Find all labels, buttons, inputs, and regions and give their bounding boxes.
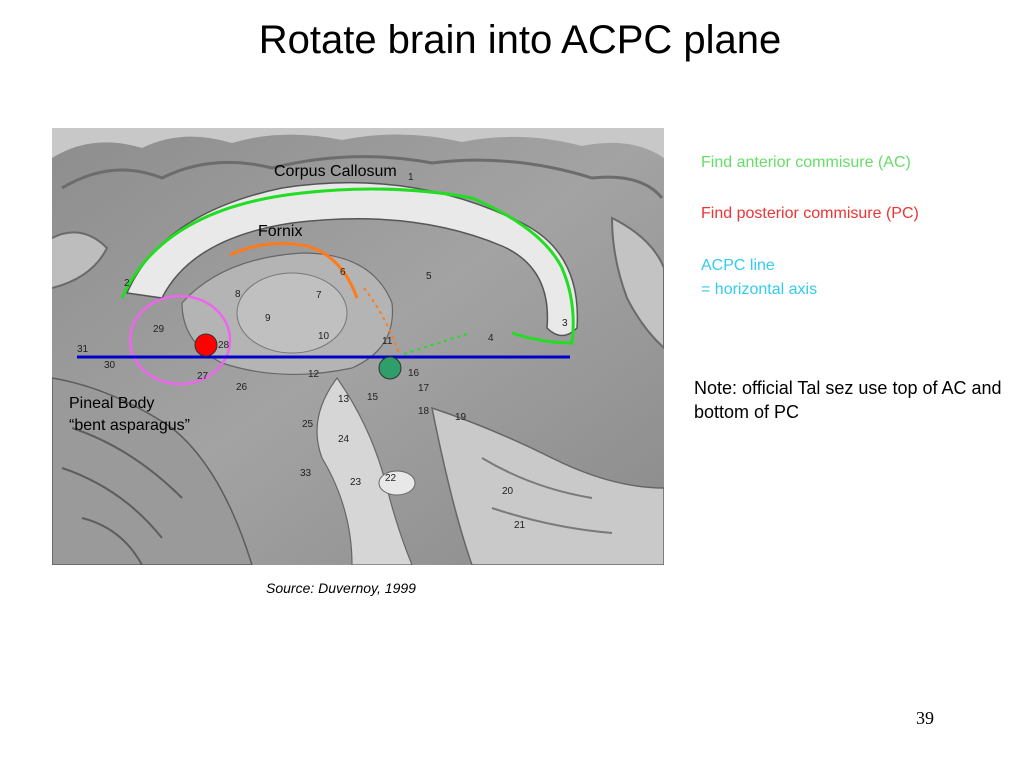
structure-number-1: 1 [408,172,414,183]
structure-number-12: 12 [308,369,320,380]
pc-point [194,333,218,357]
structure-number-20: 20 [502,486,514,497]
structure-number-19: 19 [455,412,467,423]
structure-number-9: 9 [265,313,271,324]
structure-number-3: 3 [562,318,568,329]
ac-point [378,356,402,380]
structure-number-15: 15 [367,392,379,403]
instruction-acpc-line: ACPC line [701,257,775,274]
structure-number-7: 7 [316,290,322,301]
cortex-gyri [52,128,664,158]
structure-number-8: 8 [235,289,241,300]
structure-number-22: 22 [385,473,397,484]
structure-number-25: 25 [302,419,314,430]
structure-number-17: 17 [418,383,430,394]
instruction-ac: Find anterior commisure (AC) [701,154,911,171]
structure-number-6: 6 [340,267,346,278]
structure-number-27: 27 [197,371,209,382]
structure-number-21: 21 [514,520,526,531]
structure-number-2: 2 [124,278,130,289]
structure-number-31: 31 [77,344,89,355]
structure-number-24: 24 [338,434,350,445]
structure-number-28: 28 [218,340,230,351]
corpus-callosum-outline [120,187,575,345]
structure-number-33: 33 [300,468,312,479]
corpus-callosum-label: Corpus Callosum [274,163,397,180]
instruction-pc: Find posterior commisure (PC) [701,205,919,222]
instruction-horizontal-axis: = horizontal axis [701,281,818,298]
page-number: 39 [916,708,934,728]
structure-number-11: 11 [382,336,393,347]
structure-number-5: 5 [426,271,432,282]
corpus-callosum-band [125,181,579,337]
fornix-label: Fornix [258,223,303,240]
structure-number-23: 23 [350,477,362,488]
structure-number-30: 30 [104,360,116,371]
structure-number-4: 4 [488,333,494,344]
brainstem [316,376,413,565]
note-text: Note: official Tal sez use top of AC and… [694,378,1002,422]
bent-asparagus-label: “bent asparagus” [69,417,190,434]
fornix-dotted-extension [363,287,401,357]
ac-pc-dotted-link [403,332,471,355]
fornix-outline [229,241,359,299]
pineal-circle [128,294,232,386]
structure-number-16: 16 [408,368,420,379]
source-citation: Source: Duvernoy, 1999 [266,580,416,596]
structure-number-13: 13 [338,394,350,405]
structure-number-26: 26 [236,382,248,393]
slide-title: Rotate brain into ACPC plane [258,18,782,62]
structure-number-29: 29 [153,324,165,335]
structure-number-10: 10 [318,331,330,342]
pineal-body-label: Pineal Body [69,395,155,412]
structure-number-18: 18 [418,406,430,417]
